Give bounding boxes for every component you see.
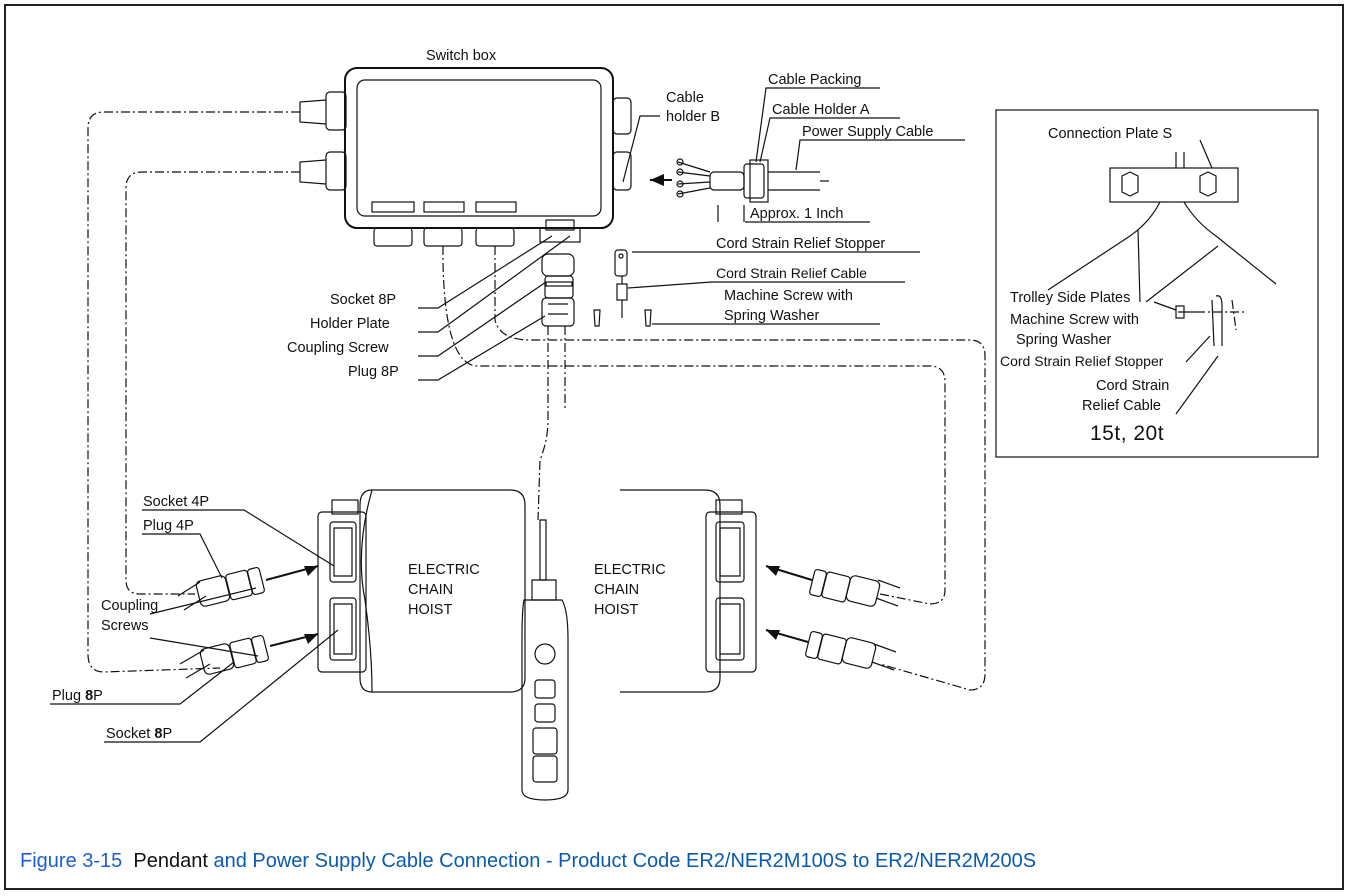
label-hoist-left-line3: HOIST bbox=[408, 602, 452, 618]
leader-lines bbox=[50, 87, 965, 743]
label-hoist-right-line2: CHAIN bbox=[594, 582, 639, 598]
cable-routes bbox=[87, 111, 986, 691]
label-socket-8p-top: Socket 8P bbox=[330, 292, 396, 308]
figure-number: Figure 3-15 bbox=[20, 850, 123, 872]
inset-label-capacity: 15t, 20t bbox=[1090, 422, 1164, 445]
inset-detail-15t-20t bbox=[995, 109, 1319, 458]
strain-relief-hardware bbox=[593, 249, 652, 327]
label-cable-holder-b-line1: Cable bbox=[666, 90, 704, 106]
inset-label-machine-screw-line1: Machine Screw with bbox=[1010, 312, 1139, 328]
figure-frame bbox=[4, 4, 1344, 890]
label-cord-strain-relief-stopper: Cord Strain Relief Stopper bbox=[716, 236, 885, 252]
figure-caption: Figure 3-15 Pendant and Power Supply Cab… bbox=[20, 850, 1036, 873]
power-supply-cable bbox=[650, 158, 830, 222]
inset-label-cord-strain-line2: Relief Cable bbox=[1082, 398, 1161, 414]
label-plug-8p-top: Plug 8P bbox=[348, 364, 399, 380]
inset-label-machine-screw-line2: Spring Washer bbox=[1016, 332, 1112, 348]
label-hoist-left-line1: ELECTRIC bbox=[408, 562, 480, 578]
label-socket-4p: Socket 4P bbox=[143, 494, 209, 510]
label-switch-box: Switch box bbox=[426, 48, 497, 64]
label-plug-8p-bottom: Plug 8P bbox=[52, 688, 103, 704]
label-machine-screw-line1: Machine Screw with bbox=[724, 288, 853, 304]
inset-label-cord-strain-line1: Cord Strain bbox=[1096, 378, 1169, 394]
label-coupling-screws-line1: Coupling bbox=[101, 598, 158, 614]
label-socket-8p-bottom: Socket 8P bbox=[106, 726, 172, 742]
label-cable-holder-a: Cable Holder A bbox=[772, 102, 870, 118]
inset-label-connection-plate-s: Connection Plate S bbox=[1048, 126, 1172, 142]
label-machine-screw-line2: Spring Washer bbox=[724, 308, 820, 324]
label-power-supply-cable: Power Supply Cable bbox=[802, 124, 933, 140]
label-cord-strain-relief-cable: Cord Strain Relief Cable bbox=[716, 265, 867, 281]
label-hoist-left-line2: CHAIN bbox=[408, 582, 453, 598]
label-cable-packing: Cable Packing bbox=[768, 72, 862, 88]
pendant-control bbox=[521, 519, 569, 801]
label-hoist-right-line1: ELECTRIC bbox=[594, 562, 666, 578]
inset-label-trolley-side-plates: Trolley Side Plates bbox=[1010, 290, 1130, 306]
label-hoist-right-line3: HOIST bbox=[594, 602, 638, 618]
left-plugs bbox=[177, 565, 319, 679]
plug-8p-top bbox=[541, 253, 575, 327]
hoist-left bbox=[317, 489, 526, 693]
caption-rest: and Power Supply Cable Connection - Prod… bbox=[207, 850, 1037, 872]
label-cable-holder-b-line2: holder B bbox=[666, 109, 720, 125]
right-plugs bbox=[765, 565, 901, 671]
label-plug-4p: Plug 4P bbox=[143, 518, 194, 534]
label-approx-1-inch: Approx. 1 Inch bbox=[750, 206, 844, 222]
label-coupling-screws-line2: Screws bbox=[101, 618, 149, 634]
label-holder-plate: Holder Plate bbox=[310, 316, 390, 332]
inset-label-cord-strain-relief-stopper: Cord Strain Relief Stopper bbox=[1000, 353, 1164, 369]
hoist-right bbox=[620, 489, 757, 693]
caption-pendant-word: Pendant bbox=[133, 850, 208, 872]
label-coupling-screw: Coupling Screw bbox=[287, 340, 389, 356]
switch-box bbox=[299, 67, 632, 247]
